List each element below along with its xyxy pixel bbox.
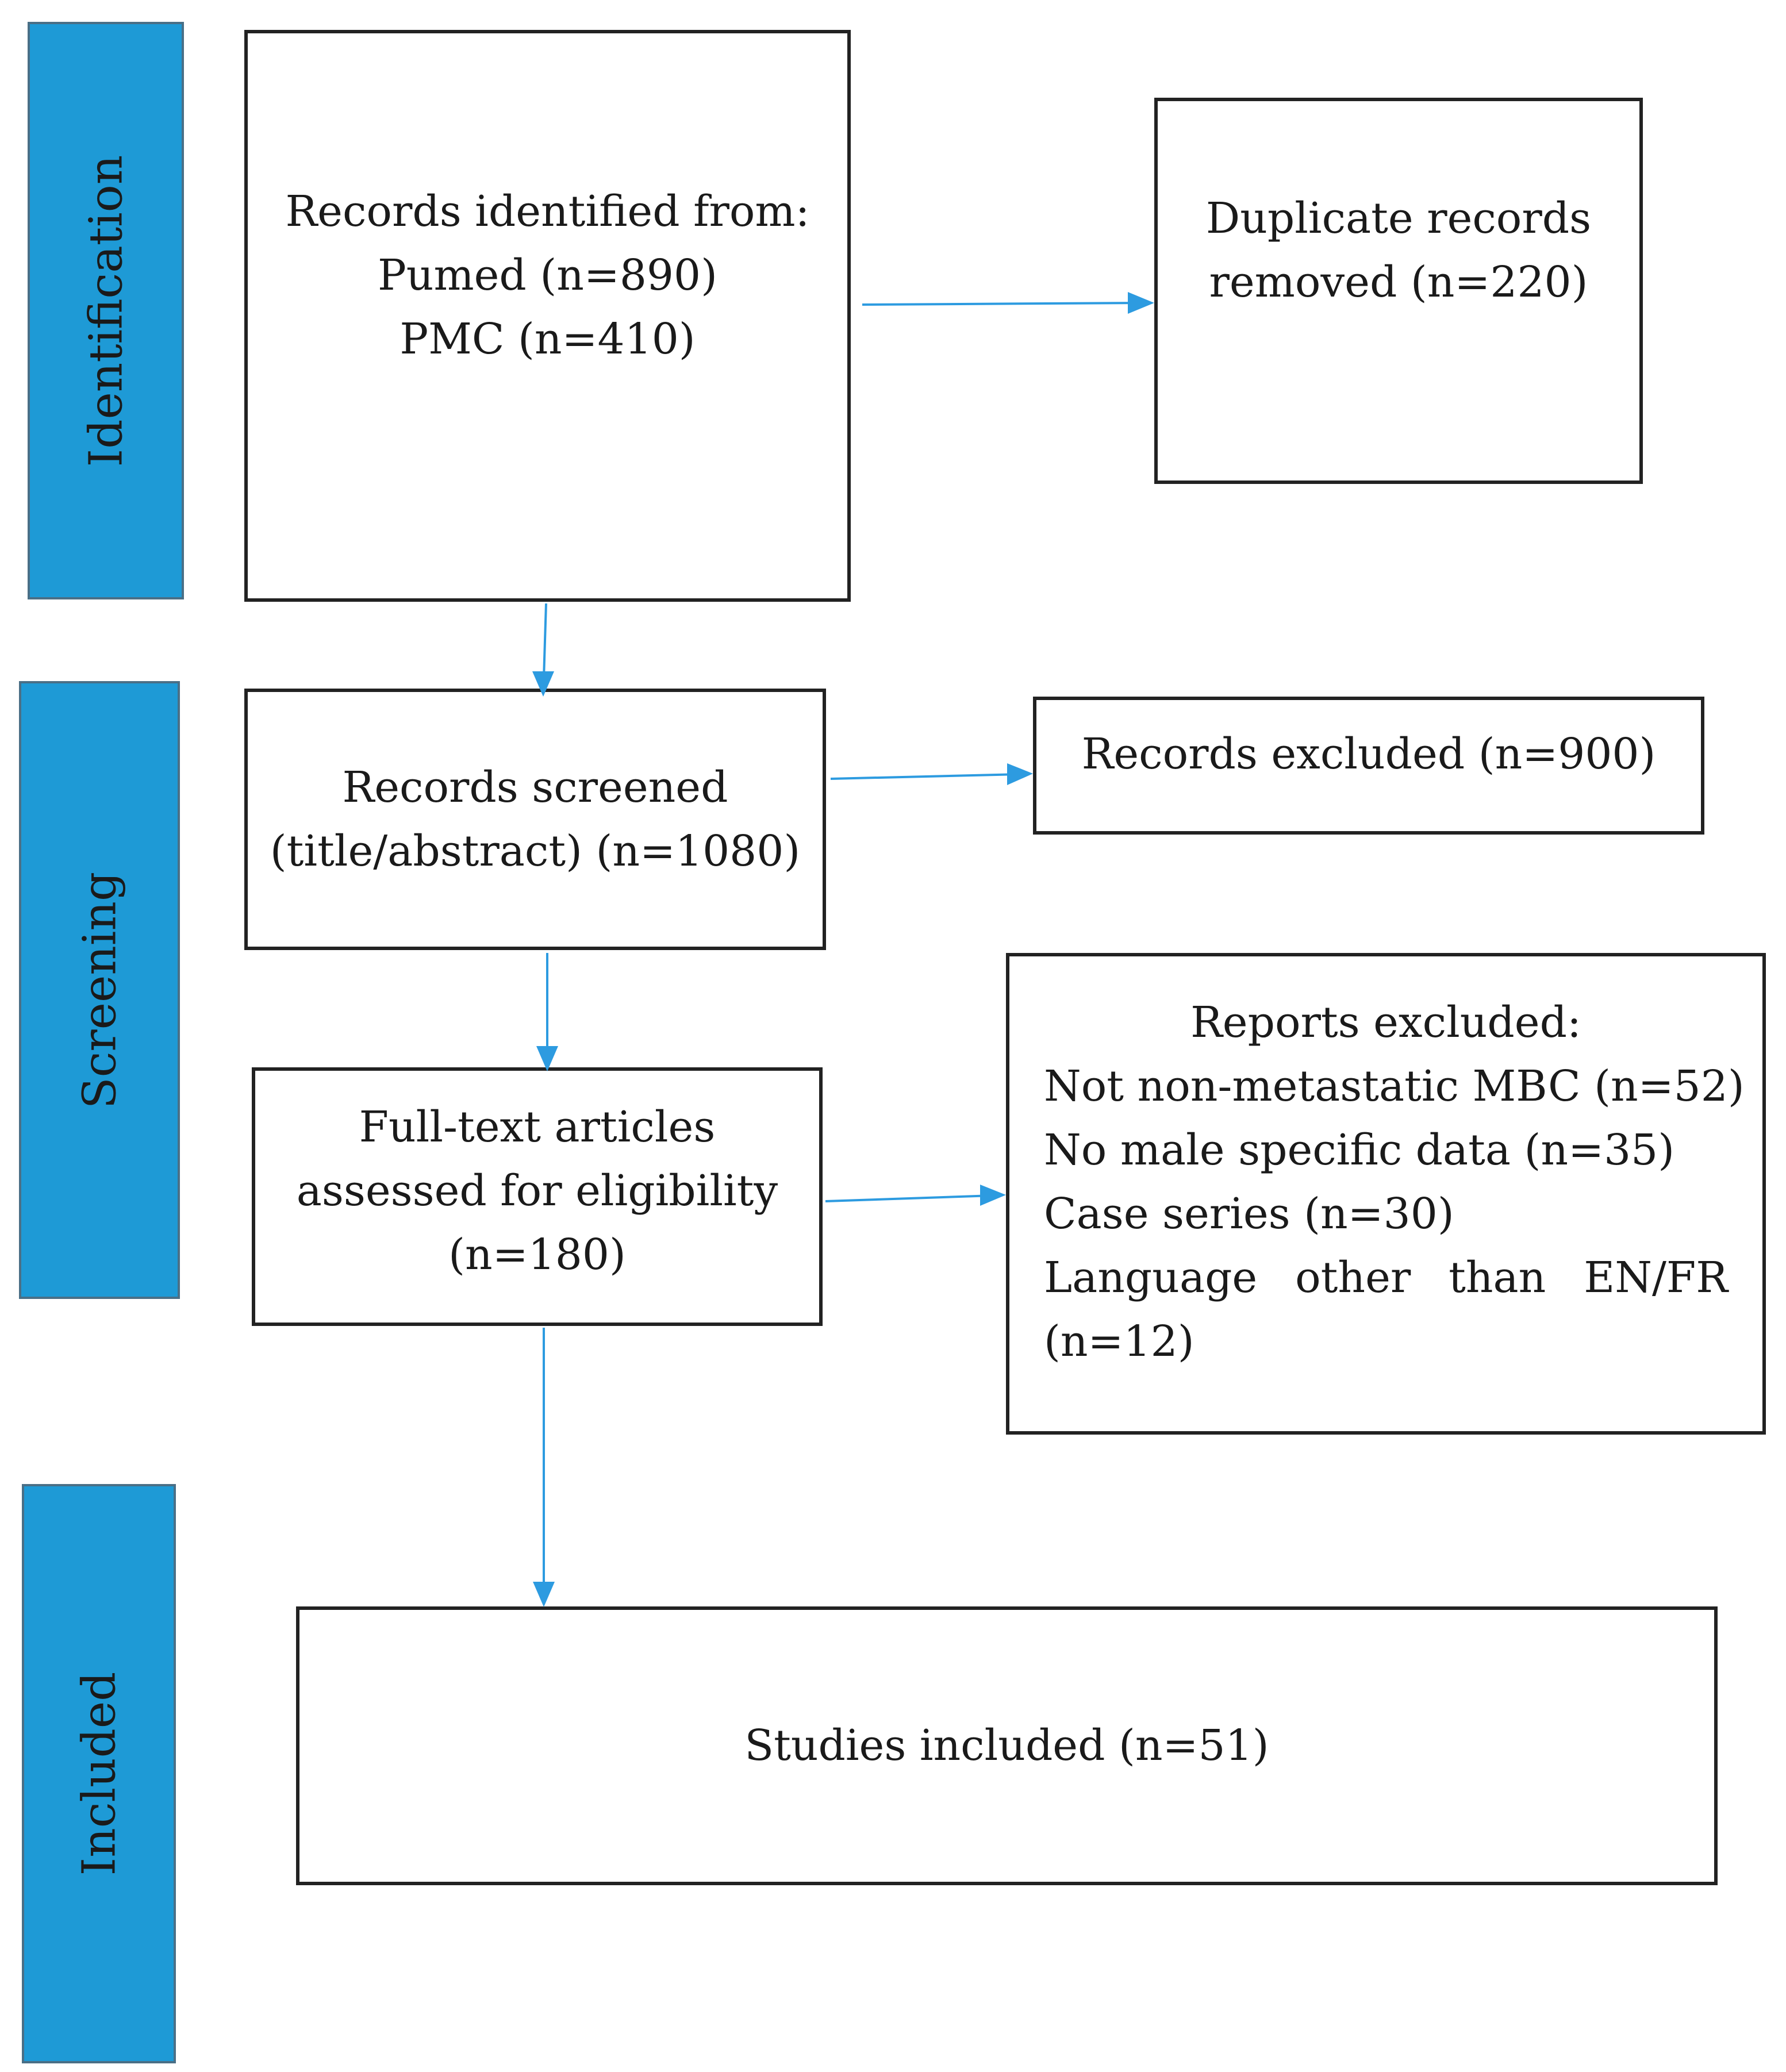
- studies-included-box: Studies included (n=51): [296, 1606, 1718, 1885]
- studies-included-line: Studies included (n=51): [744, 1721, 1269, 1770]
- full-text-line-1: Full-text articles: [359, 1102, 716, 1152]
- reports-excluded-language-count: (n=12): [1044, 1317, 1194, 1366]
- arrow-to-records-screened: [543, 603, 547, 679]
- arrowhead-reports-excluded: [980, 1185, 1006, 1206]
- reports-excluded-word: than: [1449, 1253, 1546, 1302]
- arrow-to-records-excluded: [830, 773, 1021, 780]
- duplicates-removed-line-2: removed (n=220): [1209, 257, 1588, 307]
- reports-excluded-title: Reports excluded:: [1190, 998, 1581, 1047]
- duplicates-removed-line-1: Duplicate records: [1205, 194, 1592, 243]
- full-text-line-3: (n=180): [448, 1229, 626, 1279]
- records-screened-box: Records screened (title/abstract) (n=108…: [244, 689, 826, 950]
- full-text-line-2: assessed for eligibility: [296, 1166, 778, 1216]
- arrowhead-duplicates-removed: [1128, 292, 1154, 314]
- full-text-assessed-box: Full-text articles assessed for eligibil…: [252, 1067, 823, 1326]
- reports-excluded-language-line: Language other than EN/FR: [1044, 1246, 1728, 1310]
- reports-excluded-word: Language: [1044, 1253, 1258, 1302]
- records-excluded-box: Records excluded (n=900): [1033, 697, 1704, 835]
- records-identified-title: Records identified from:: [285, 187, 810, 236]
- arrowhead-full-text: [536, 1046, 558, 1071]
- records-identified-box: Records identified from: Pumed (n=890) P…: [244, 30, 851, 602]
- reports-excluded-box: Reports excluded: Not non-metastatic MBC…: [1006, 953, 1766, 1435]
- phase-band-identification: Identification: [28, 22, 184, 599]
- duplicates-removed-box: Duplicate records removed (n=220): [1154, 98, 1643, 484]
- reports-excluded-item: Not non-metastatic MBC (n=52): [1044, 1062, 1745, 1111]
- records-identified-pubmed: Pumed (n=890): [378, 251, 717, 300]
- reports-excluded-word: EN/FR: [1584, 1253, 1728, 1302]
- records-excluded-line: Records excluded (n=900): [1081, 729, 1656, 779]
- reports-excluded-item: Case series (n=30): [1044, 1189, 1454, 1239]
- records-screened-line-2: (title/abstract) (n=1080): [270, 826, 801, 876]
- arrow-to-duplicates-removed: [862, 302, 1144, 306]
- phase-band-screening: Screening: [19, 681, 180, 1299]
- arrowhead-records-excluded: [1007, 763, 1033, 785]
- records-identified-pmc: PMC (n=410): [400, 314, 696, 364]
- records-screened-line-1: Records screened: [342, 762, 728, 812]
- phase-band-included: Included: [22, 1484, 176, 2063]
- reports-excluded-item: No male specific data (n=35): [1044, 1125, 1675, 1175]
- arrowhead-records-screened: [532, 671, 554, 697]
- arrowhead-studies-included: [533, 1582, 555, 1607]
- reports-excluded-word: other: [1295, 1253, 1411, 1302]
- arrow-to-reports-excluded: [825, 1194, 994, 1202]
